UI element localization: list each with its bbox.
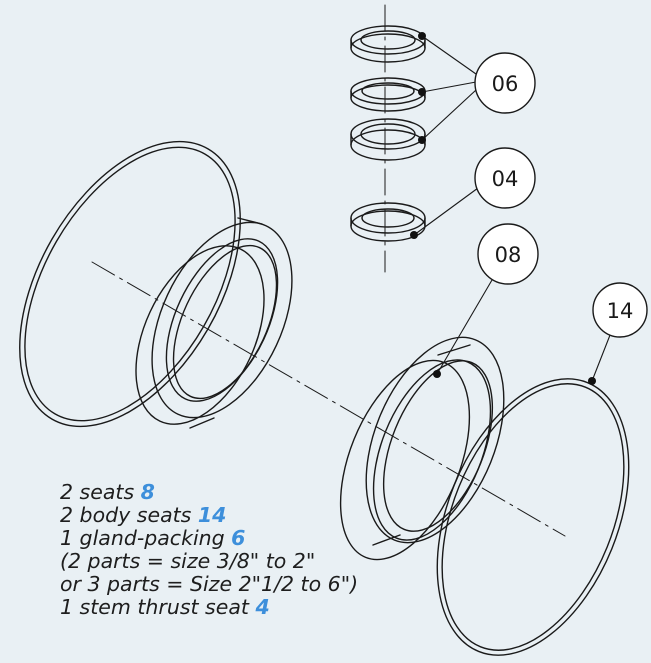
callout-circle-08 xyxy=(477,223,539,285)
legend-item: 2 body seats 14 xyxy=(60,503,227,527)
callout-label-14: 14 xyxy=(607,299,634,323)
gland-packing-rings xyxy=(350,25,426,161)
reference-number: 4 xyxy=(255,595,270,619)
callout-circle-04 xyxy=(474,147,536,209)
callout-label-06: 06 xyxy=(492,72,519,96)
reference-number: 6 xyxy=(231,526,246,550)
callout-label-04: 04 xyxy=(492,167,519,191)
reference-number: 8 xyxy=(140,480,155,504)
callout-circle-06 xyxy=(474,52,536,114)
leader-lines xyxy=(413,35,613,382)
seat-right xyxy=(339,336,505,561)
legend-item: (2 parts = size 3/8" to 2" xyxy=(60,549,316,573)
parts-legend: 2 seats 8 2 body seats 14 1 gland-packin… xyxy=(60,481,358,619)
leader-dots xyxy=(410,32,596,385)
body-seat-ring-right xyxy=(436,378,630,656)
callout-label-08: 08 xyxy=(495,243,522,267)
seat-left xyxy=(135,217,293,429)
legend-item: 1 gland-packing 6 xyxy=(60,526,246,550)
reference-number: 14 xyxy=(197,503,227,527)
legend-item: or 3 parts = Size 2"1/2 to 6") xyxy=(60,572,359,596)
stem-thrust-seat xyxy=(350,202,426,242)
body-seat-ring-left xyxy=(19,140,241,428)
legend-item: 2 seats 8 xyxy=(60,480,155,504)
callout-circle-14 xyxy=(592,282,648,338)
legend-item: 1 stem thrust seat 4 xyxy=(60,595,270,619)
